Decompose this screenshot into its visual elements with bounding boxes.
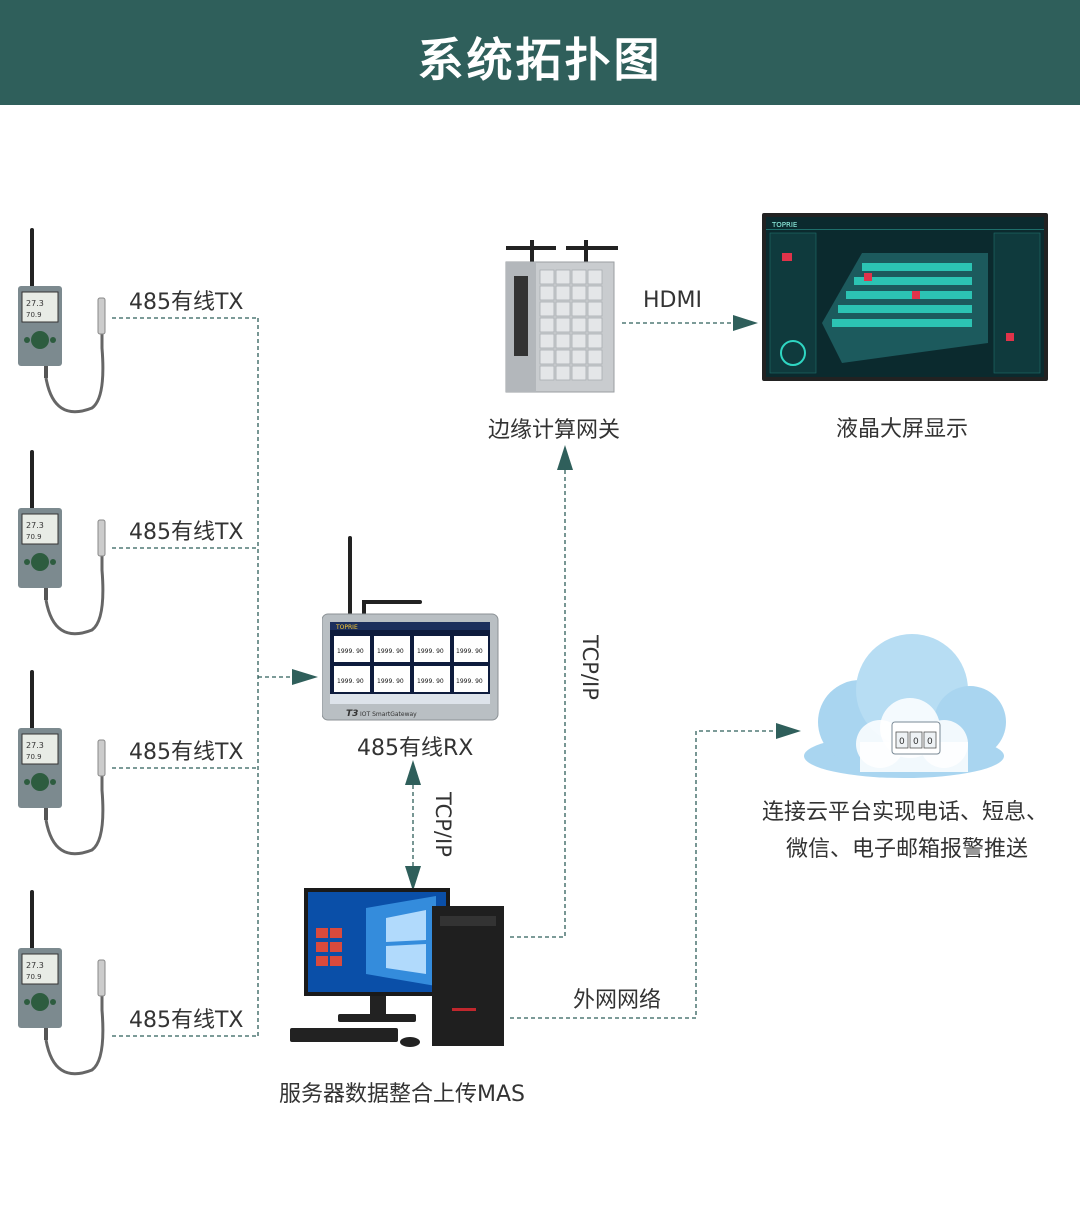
sensor-device-4: 27.3 70.9 xyxy=(14,890,110,1082)
internet-line xyxy=(510,730,778,1019)
receiver-cell-value: 1999. 90 xyxy=(417,678,444,685)
sensor-device-2: 27.3 70.9 xyxy=(14,450,110,642)
receiver-cell-value: 1999. 90 xyxy=(377,648,404,655)
sensor-icon: 27.3 70.9 xyxy=(18,450,106,636)
svg-text:70.9: 70.9 xyxy=(26,533,42,541)
hdmi-link-label: HDMI xyxy=(643,288,702,313)
svg-text:0: 0 xyxy=(927,737,933,747)
rx-server-arrow-up xyxy=(405,760,421,785)
display-label: 液晶大屏显示 xyxy=(836,417,969,442)
receiver-icon: TOPRIE 1999. 90 1999. 90 1999. 90 1999. … xyxy=(321,536,499,721)
cloud-label-line1: 连接云平台实现电话、短息、 xyxy=(762,800,1049,825)
sensor-icon: 27.3 70.9 xyxy=(18,890,106,1076)
receiver-model-text: IOT SmartGateway xyxy=(360,711,417,718)
svg-text:70.9: 70.9 xyxy=(26,311,42,319)
display-device: TOPRIE xyxy=(762,213,1050,389)
receiver-cell-value: 1999. 90 xyxy=(456,648,483,655)
gateway-label: 边缘计算网关 xyxy=(488,418,621,443)
hdmi-arrow xyxy=(733,315,758,331)
display-brand: TOPRIE xyxy=(771,221,797,229)
receiver-label: 485有线RX xyxy=(357,736,474,761)
receiver-cell-value: 1999. 90 xyxy=(337,648,364,655)
sensor-label-3: 485有线TX xyxy=(129,740,244,765)
header-banner: 系统拓扑图 xyxy=(0,0,1080,105)
page-title: 系统拓扑图 xyxy=(417,33,663,87)
receiver-brand: TOPRIE xyxy=(335,624,358,631)
receiver-device: TOPRIE 1999. 90 1999. 90 1999. 90 1999. … xyxy=(321,536,502,726)
receiver-cell-value: 1999. 90 xyxy=(456,678,483,685)
receiver-cell-value: 1999. 90 xyxy=(337,678,364,685)
internet-link-label: 外网网络 xyxy=(573,988,662,1013)
svg-text:27.3: 27.3 xyxy=(26,521,44,530)
sensor-icon: 27.3 70.9 xyxy=(18,670,106,856)
sensor-icon: 27.3 70.9 xyxy=(18,228,106,414)
receiver-cell-value: 1999. 90 xyxy=(377,678,404,685)
server-computer-icon xyxy=(290,888,504,1047)
sensor-device-3: 27.3 70.9 xyxy=(14,670,110,862)
sensor-label-1: 485有线TX xyxy=(129,290,244,315)
server-device xyxy=(286,888,512,1056)
gateway-icon xyxy=(505,240,618,393)
tcp-server-link-label: TCP/IP xyxy=(431,792,455,857)
sensor-label-4: 485有线TX xyxy=(129,1008,244,1033)
receiver-model: T3 xyxy=(346,709,358,719)
receiver-cell-value: 1999. 90 xyxy=(417,648,444,655)
gateway-device xyxy=(500,236,624,400)
internet-arrow xyxy=(776,723,801,739)
cloud-label-line2: 微信、电子邮箱报警推送 xyxy=(786,837,1029,862)
svg-text:27.3: 27.3 xyxy=(26,961,44,970)
rx-server-arrow-down xyxy=(405,866,421,891)
server-gateway-line xyxy=(510,470,566,938)
svg-text:0: 0 xyxy=(913,737,919,747)
cloud-icon: 0 0 0 xyxy=(804,634,1006,778)
tcp-gateway-link-label: TCP/IP xyxy=(578,635,602,700)
sensor-device-1: 27.3 70.9 xyxy=(14,228,110,420)
svg-text:27.3: 27.3 xyxy=(26,741,44,750)
cloud-device: 0 0 0 xyxy=(800,630,1014,786)
sensor-label-2: 485有线TX xyxy=(129,520,244,545)
svg-text:70.9: 70.9 xyxy=(26,973,42,981)
svg-text:70.9: 70.9 xyxy=(26,753,42,761)
server-gateway-arrow xyxy=(557,445,573,470)
svg-text:0: 0 xyxy=(899,737,905,747)
display-screen-icon: TOPRIE xyxy=(762,213,1048,381)
svg-text:27.3: 27.3 xyxy=(26,299,44,308)
server-label: 服务器数据整合上传MAS xyxy=(279,1082,525,1107)
bus-to-rx-arrow xyxy=(292,669,318,685)
